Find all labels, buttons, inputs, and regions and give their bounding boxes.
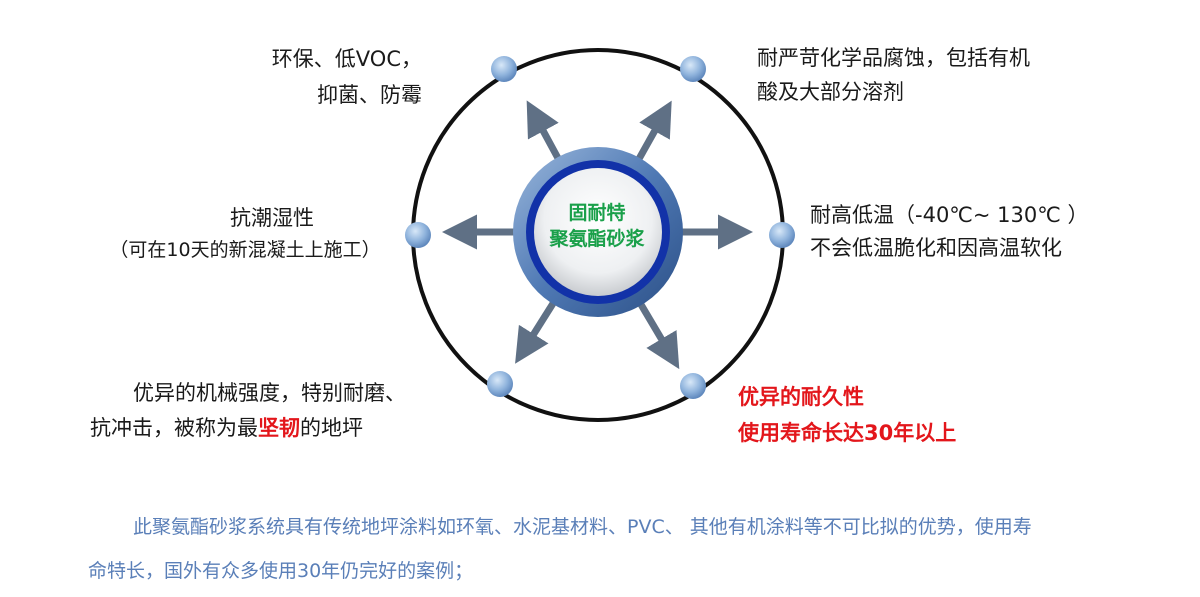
feature-line: 使用寿命长达30年以上 [738,421,957,445]
feature-line: 抗冲击，被称为最坚韧的地坪 [90,415,406,441]
feature-text: 抗冲击，被称为最 [90,416,258,440]
node-top-right [680,56,706,82]
center-label-line1: 固耐特 [568,202,626,224]
center-label-line2: 聚氨酯砂浆 [549,228,645,250]
feature-top-right: 耐严苛化学品腐蚀，包括有机 酸及大部分溶剂 [757,45,1030,105]
feature-line: 耐严苛化学品腐蚀，包括有机 [757,46,1030,70]
node-bottom-right [680,373,706,399]
feature-line: 不会低温脆化和因高温软化 [810,236,1062,260]
feature-line: 优异的耐久性 [738,385,864,409]
paragraph-line1: 此聚氨酯砂浆系统具有传统地坪涂料如环氧、水泥基材料、PVC、 其他有机涂料等不可… [133,516,1032,538]
paragraph-line2: 命特长，国外有众多使用30年仍完好的案例； [88,560,474,582]
nodes [405,56,795,399]
node-right [769,222,795,248]
feature-text: 的地坪 [300,416,363,440]
node-bottom-left [487,371,513,397]
feature-mid-left: 抗潮湿性 （可在10天的新混凝土上施工） [100,205,390,263]
feature-line: 环保、低VOC， [271,47,422,71]
feature-line: 抗潮湿性 [230,206,314,230]
feature-line: 酸及大部分溶剂 [757,80,904,104]
feature-line: 抑菌、防霉 [317,83,422,107]
feature-bottom-right: 优异的耐久性 使用寿命长达30年以上 [738,384,956,446]
feature-mid-right: 耐高低温（-40℃~ 130℃ ） 不会低温脆化和因高温软化 [810,202,1089,261]
feature-top-left: 环保、低VOC， 抑菌、防霉 [272,46,422,108]
center-label: 固耐特 聚氨酯砂浆 [517,200,677,252]
feature-highlight: 坚韧 [258,416,300,440]
node-left [405,222,431,248]
center-disc [534,168,662,296]
feature-line: 耐高低温（-40℃~ 130℃ ） [810,203,1089,227]
feature-line: （可在10天的新混凝土上施工） [109,239,381,261]
feature-bottom-left: 优异的机械强度，特别耐磨、 抗冲击，被称为最坚韧的地坪 [90,380,406,441]
node-top-left [491,56,517,82]
feature-line: 优异的机械强度，特别耐磨、 [133,381,406,405]
